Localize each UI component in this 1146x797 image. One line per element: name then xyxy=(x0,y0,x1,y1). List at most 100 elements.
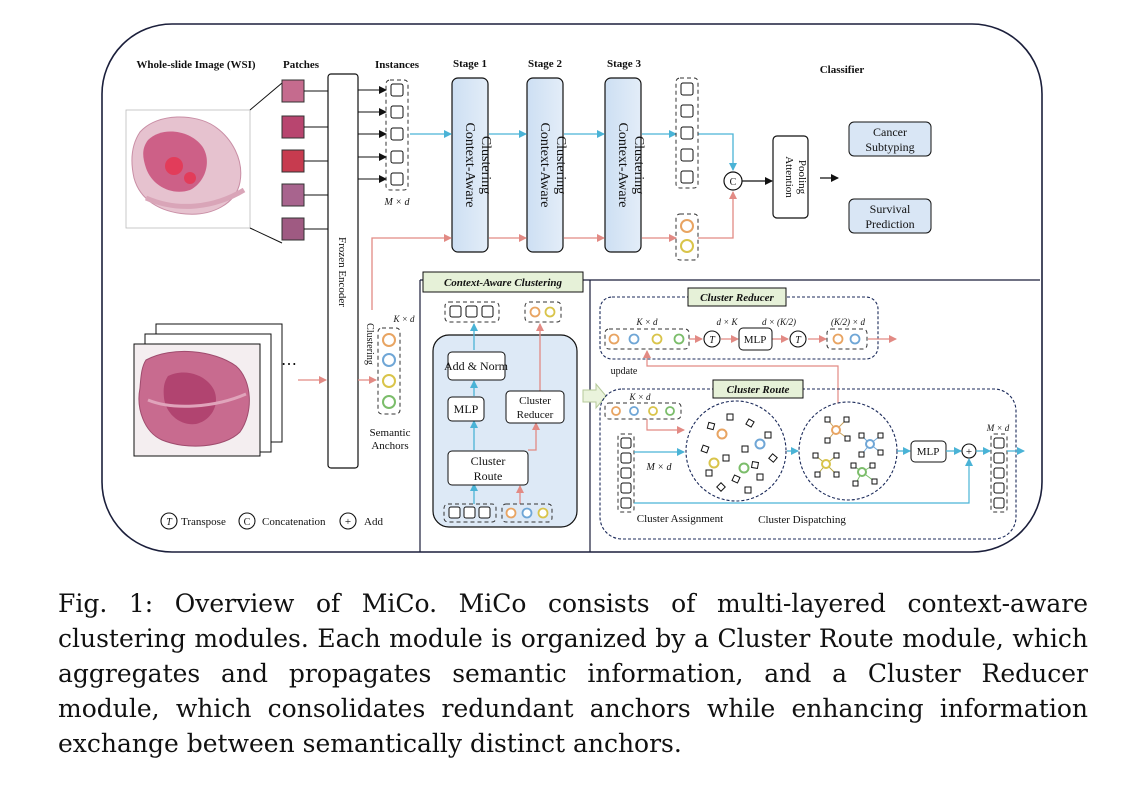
semantic-label: Semantic xyxy=(370,427,411,439)
k-half-times-d-label: (K/2) × d xyxy=(831,317,866,327)
transpose-symbol-icon xyxy=(160,512,178,530)
assignment-points xyxy=(700,413,778,494)
legend-add-label: Add xyxy=(364,516,383,528)
cac-red-arrows xyxy=(516,323,544,504)
update-label: update xyxy=(611,366,638,377)
cancer-label: Cancer xyxy=(873,125,907,139)
patch-thumbnails xyxy=(281,79,328,241)
reducer-mlp-block xyxy=(738,327,773,351)
cac-panel-title-box xyxy=(422,271,584,293)
zoom-line xyxy=(249,227,283,244)
attention-pooling-block xyxy=(772,135,809,219)
classifier-title: Classifier xyxy=(820,64,865,76)
cluster-route-line1: Cluster xyxy=(471,454,506,468)
stage1-block: Context-Aware Clustering xyxy=(451,77,493,253)
anchors-dim-label: K × d xyxy=(392,314,415,324)
stage2-title: Stage 2 xyxy=(528,58,562,70)
subtyping-label: Subtyping xyxy=(865,140,914,154)
cluster-reducer-title: Cluster Reducer xyxy=(700,292,774,304)
stage3-line2: Clustering xyxy=(631,136,646,194)
wsi-slide-stack xyxy=(133,323,283,457)
stage2-line2: Clustering xyxy=(553,136,568,194)
cluster-assignment-label: Cluster Assignment xyxy=(637,513,723,525)
instances-title: Instances xyxy=(375,59,420,71)
stage3-title: Stage 3 xyxy=(607,58,641,70)
dispatch-clusters xyxy=(812,416,884,487)
stage1-line2: Clustering xyxy=(478,136,493,194)
semantic-anchor-tokens xyxy=(377,327,401,415)
pooling-label: Pooling xyxy=(796,160,808,195)
cluster-route-title-box xyxy=(712,379,804,399)
patches-title: Patches xyxy=(283,59,320,71)
cac-mlp-label: MLP xyxy=(454,402,479,416)
instance-arrows xyxy=(358,86,387,183)
transpose-1-label: T xyxy=(709,335,716,346)
residual-skip-arrow xyxy=(634,458,973,504)
update-arrow xyxy=(643,350,839,404)
output-instance-tokens xyxy=(675,77,699,189)
route-output-dim: M × d xyxy=(986,423,1010,433)
wsi-image xyxy=(125,109,251,229)
legend-transpose-label: Transpose xyxy=(181,516,226,528)
cluster-reducer-block xyxy=(505,390,565,424)
output-anchor-tokens xyxy=(675,213,699,261)
cluster-reducer-title-box xyxy=(687,287,787,307)
route-instance-dim: M × d xyxy=(645,462,672,473)
transpose-2-icon xyxy=(789,330,807,348)
wsi-title: Whole-slide Image (WSI) xyxy=(136,59,256,71)
residual-add-label: + xyxy=(966,446,972,458)
legend-add-symbol: + xyxy=(345,516,351,528)
stage2-block: Context-Aware Clustering xyxy=(526,77,568,253)
zoom-in-arrow-icon xyxy=(582,382,607,410)
legend-transpose-symbol: T xyxy=(166,517,173,528)
cac-input-tokens xyxy=(443,503,553,523)
cluster-dispatching-label: Cluster Dispatching xyxy=(758,514,846,526)
cluster-reducer-line1: Cluster xyxy=(519,395,551,407)
cluster-route-block xyxy=(447,450,529,486)
stage1-title: Stage 1 xyxy=(453,58,487,70)
stage2-line1: Context-Aware xyxy=(537,122,552,207)
instances-dim-label: M × d xyxy=(383,197,410,208)
cac-panel-title: Context-Aware Clustering xyxy=(444,277,563,289)
frozen-encoder-block xyxy=(327,73,359,469)
attention-label: Attention xyxy=(783,156,795,198)
reducer-in-dim: K × d xyxy=(635,317,658,327)
anchors-label: Anchors xyxy=(371,440,408,452)
legend-concat-label: Concatenation xyxy=(262,516,326,528)
survival-prediction-box xyxy=(848,198,932,234)
stage1-line1: Context-Aware xyxy=(462,122,477,207)
add-norm-label: Add & Norm xyxy=(444,359,509,373)
cancer-subtyping-box xyxy=(848,121,932,157)
cluster-reducer-line2: Reducer xyxy=(517,409,554,421)
outer-frame xyxy=(101,23,1043,553)
add-symbol-icon xyxy=(339,512,357,530)
zoom-line xyxy=(249,82,283,111)
prediction-label: Prediction xyxy=(865,217,914,231)
clustering-side-label: Clustering xyxy=(364,323,375,365)
slide-stack-ellipsis: ⋯ xyxy=(281,356,297,373)
concat-symbol-icon xyxy=(238,512,256,530)
route-anchor-dim: K × d xyxy=(628,392,651,402)
route-output-tokens xyxy=(990,433,1008,513)
cluster-route-line2: Route xyxy=(474,469,503,483)
cac-mlp-block xyxy=(447,396,485,422)
d-times-k-label: d × K xyxy=(716,317,738,327)
reducer-input-anchors xyxy=(604,328,690,350)
instance-flow-arrows xyxy=(410,130,737,171)
d-times-k-half-label: d × (K/2) xyxy=(762,317,796,327)
legend-concat-symbol: C xyxy=(244,517,251,528)
reducer-mlp-label: MLP xyxy=(744,334,767,346)
concat-symbol-label: C xyxy=(730,177,737,188)
legend: T Transpose C Concatenation + Add xyxy=(160,512,383,530)
method-overview-diagram: Whole-slide Image (WSI) Patches Instance… xyxy=(101,23,1043,553)
instance-tokens xyxy=(385,79,409,191)
route-mlp-label: MLP xyxy=(917,446,940,458)
frozen-encoder-label: Frozen Encoder xyxy=(336,237,348,307)
cluster-route-title: Cluster Route xyxy=(727,384,790,396)
anchor-flow-arrows xyxy=(371,191,737,310)
figure-caption: Fig. 1: Overview of MiCo. MiCo consists … xyxy=(58,589,1088,758)
route-instance-tokens xyxy=(617,433,635,513)
survival-label: Survival xyxy=(870,202,911,216)
transpose-2-label: T xyxy=(795,335,802,346)
transpose-1-icon xyxy=(703,330,721,348)
